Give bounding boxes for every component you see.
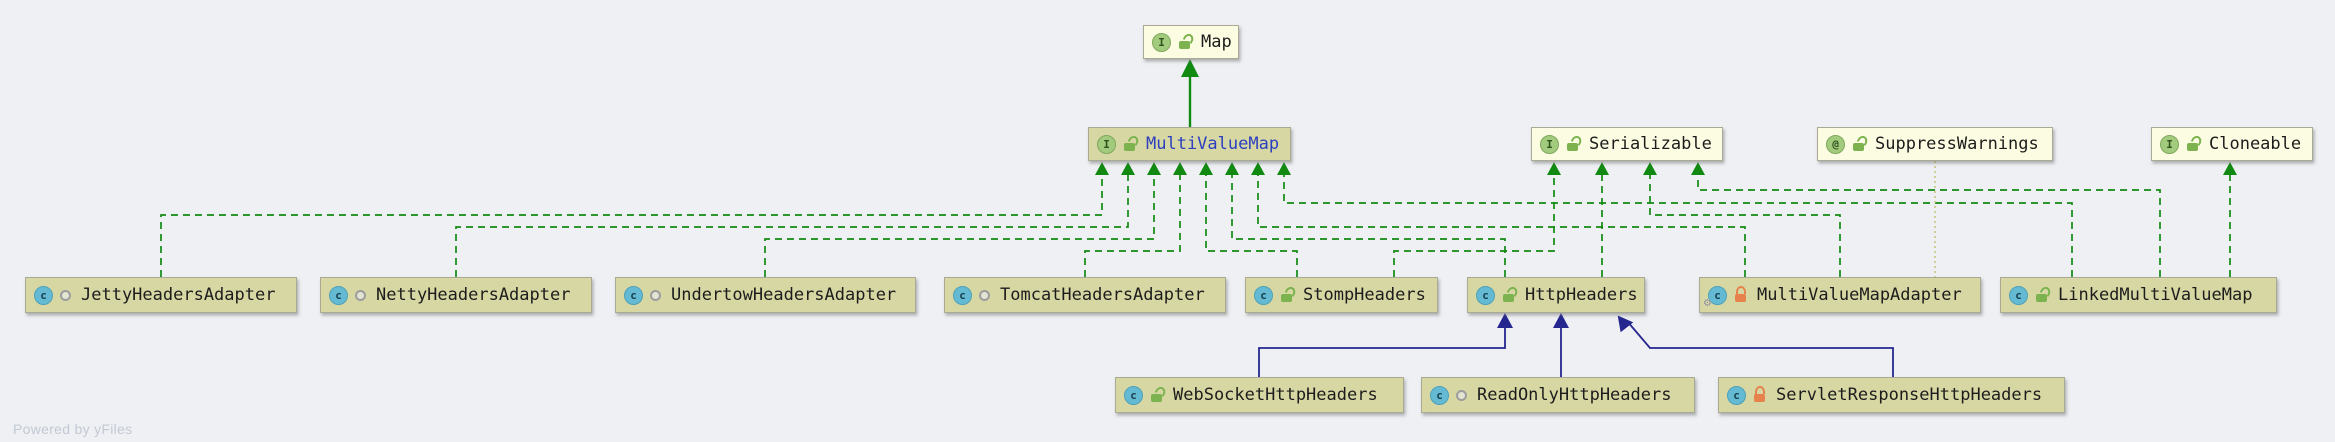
class-icon: c (1254, 285, 1273, 305)
closed-lock-icon (1734, 285, 1747, 303)
open-lock-icon (1502, 288, 1515, 303)
interface-icon: I (1152, 32, 1171, 52)
class-icon: c (329, 285, 348, 305)
open-lock-icon (1123, 137, 1136, 152)
node-undertowheadersadapter[interactable]: c UndertowHeadersAdapter (615, 277, 916, 313)
edges-extends-httpheaders[interactable] (1258, 320, 1894, 377)
node-servletresponsehttpheaders[interactable]: c ServletResponseHttpHeaders (1718, 377, 2065, 413)
node-label: Serializable (1589, 134, 1712, 154)
open-lock-icon (1566, 137, 1579, 152)
node-label: HttpHeaders (1525, 285, 1638, 305)
implements-arrowheads (1095, 162, 2237, 175)
class-icon: c (1476, 285, 1495, 305)
package-private-icon (60, 289, 71, 301)
node-label: WebSocketHttpHeaders (1173, 385, 1378, 405)
package-private-icon (650, 289, 661, 301)
node-nettyheadersadapter[interactable]: c NettyHeadersAdapter (320, 277, 592, 313)
class-icon: c (624, 285, 643, 305)
node-label: MultiValueMap (1146, 134, 1280, 154)
node-label: UndertowHeadersAdapter (671, 285, 897, 305)
class-icon: c (1430, 385, 1449, 405)
node-label: StompHeaders (1303, 285, 1426, 305)
package-private-icon (1456, 389, 1467, 401)
node-multivaluemap[interactable]: I MultiValueMap (1088, 127, 1291, 161)
class-icon: c (1727, 385, 1746, 405)
class-icon: c⚙ (1703, 285, 1727, 308)
annotation-icon: @ (1826, 134, 1845, 154)
open-lock-icon (2035, 288, 2048, 303)
gear-badge-icon: ⚙ (1703, 297, 1712, 309)
closed-lock-icon (1753, 385, 1766, 403)
node-label: Cloneable (2209, 134, 2302, 154)
node-label: Map (1201, 32, 1232, 52)
node-jettyheadersadapter[interactable]: c JettyHeadersAdapter (25, 277, 297, 313)
node-label: MultiValueMapAdapter (1757, 285, 1962, 305)
node-cloneable[interactable]: I Cloneable (2151, 127, 2313, 161)
node-label: TomcatHeadersAdapter (1000, 285, 1205, 305)
node-suppresswarnings[interactable]: @ SuppressWarnings (1817, 127, 2053, 161)
node-label: JettyHeadersAdapter (81, 285, 276, 305)
node-websockethttpheaders[interactable]: c WebSocketHttpHeaders (1115, 377, 1404, 413)
node-label: NettyHeadersAdapter (376, 285, 571, 305)
node-linkedmultivaluemap[interactable]: c LinkedMultiValueMap (2000, 277, 2277, 313)
class-icon: c (1124, 385, 1143, 405)
edges-implements-multivaluemap[interactable] (160, 174, 2231, 277)
open-lock-icon (1280, 288, 1293, 303)
interface-icon: I (1540, 134, 1559, 154)
open-lock-icon (2186, 137, 2199, 152)
edge-multivaluemap-extends-map[interactable] (1181, 59, 1199, 127)
open-lock-icon (1150, 388, 1163, 403)
node-label: ServletResponseHttpHeaders (1776, 385, 2043, 405)
interface-icon: I (1097, 134, 1116, 154)
node-stompheaders[interactable]: c StompHeaders (1245, 277, 1438, 313)
node-label: SuppressWarnings (1875, 134, 2039, 154)
node-map[interactable]: I Map (1143, 25, 1239, 59)
node-label: LinkedMultiValueMap (2058, 285, 2253, 305)
extends-arrowheads (1497, 313, 1634, 333)
open-lock-icon (1178, 35, 1191, 50)
class-icon: c (34, 285, 53, 305)
node-label: ReadOnlyHttpHeaders (1477, 385, 1672, 405)
open-lock-icon (1852, 137, 1865, 152)
node-httpheaders[interactable]: c HttpHeaders (1467, 277, 1645, 313)
node-readonlyhttpheaders[interactable]: c ReadOnlyHttpHeaders (1421, 377, 1695, 413)
package-private-icon (979, 289, 990, 301)
class-icon: c (953, 285, 972, 305)
yfiles-watermark: Powered by yFiles (13, 421, 133, 437)
class-icon: c (2009, 285, 2028, 305)
interface-icon: I (2160, 134, 2179, 154)
package-private-icon (355, 289, 366, 301)
node-multivaluemapadapter[interactable]: c⚙ MultiValueMapAdapter (1699, 277, 1981, 313)
node-serializable[interactable]: I Serializable (1531, 127, 1723, 161)
node-tomcatheadersadapter[interactable]: c TomcatHeadersAdapter (944, 277, 1226, 313)
